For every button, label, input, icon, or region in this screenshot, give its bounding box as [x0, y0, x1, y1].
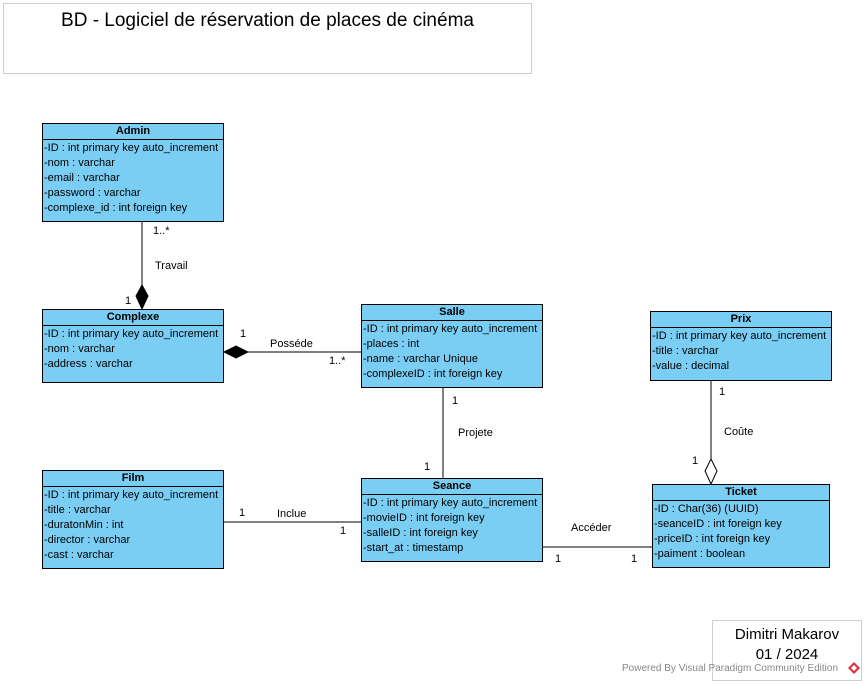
class-name: Admin	[43, 124, 223, 140]
attribute: -movieID : int foreign key	[363, 512, 485, 524]
diagram-title: BD - Logiciel de réservation de places d…	[61, 10, 474, 31]
attribute: -nom : varchar	[44, 343, 115, 355]
multiplicity-label: 1	[631, 553, 638, 565]
powered-by-text: Powered By Visual Paradigm Community Edi…	[622, 663, 839, 674]
association-name-projete: Projete	[458, 427, 493, 439]
attribute: -password : varchar	[44, 187, 141, 199]
attribute: -ID : int primary key auto_increment	[44, 328, 219, 340]
attribute: -priceID : int foreign key	[654, 533, 771, 545]
multiplicity-label: 1	[125, 295, 132, 307]
multiplicity-label: 1	[340, 525, 347, 537]
multiplicity-label: 1..*	[153, 225, 170, 237]
attribute: -title : varchar	[652, 345, 719, 357]
multiplicity-label: 1	[240, 328, 247, 340]
attribute: -value : decimal	[652, 360, 730, 372]
attribute: -ID : int primary key auto_increment	[363, 323, 538, 335]
author-name: Dimitri Makarov	[734, 626, 840, 643]
class-admin[interactable]: Admin -ID : int primary key auto_increme…	[42, 123, 224, 222]
attribute: -complexe_id : int foreign key	[44, 202, 188, 214]
multiplicity-label: 1	[555, 553, 562, 565]
attribute: -complexeID : int foreign key	[363, 368, 503, 380]
multiplicity-label: 1	[452, 395, 459, 407]
composition-diamond-complexe-salle	[222, 345, 250, 359]
association-name-inclue: Inclue	[277, 508, 307, 520]
attribute: -email : varchar	[44, 172, 120, 184]
attribute: -places : int	[363, 338, 420, 350]
attribute: -duratonMin : int	[44, 519, 124, 531]
multiplicity-label: 1	[239, 507, 246, 519]
attribute: -seanceID : int foreign key	[654, 518, 782, 530]
class-name: Seance	[362, 479, 542, 495]
multiplicity-label: 1	[692, 455, 699, 467]
class-name: Complexe	[43, 310, 223, 326]
class-ticket[interactable]: Ticket -ID : Char(36) (UUID) -seanceID :…	[652, 484, 830, 568]
multiplicity-label: 1	[424, 461, 431, 473]
attribute: -ID : int primary key auto_increment	[652, 330, 827, 342]
attribute: -nom : varchar	[44, 157, 115, 169]
association-name-possede: Posséde	[270, 338, 313, 350]
association-name-acceder: Accéder	[571, 522, 612, 534]
association-name-travail: Travail	[155, 260, 188, 272]
attribute: -director : varchar	[44, 534, 131, 546]
class-name: Ticket	[653, 485, 829, 501]
signature-date: 01 / 2024	[755, 646, 819, 663]
attribute: -ID : int primary key auto_increment	[44, 489, 219, 501]
attribute: -ID : Char(36) (UUID)	[654, 503, 759, 515]
visual-paradigm-logo-icon	[848, 662, 860, 674]
attribute: -ID : int primary key auto_increment	[44, 142, 219, 154]
class-salle[interactable]: Salle -ID : int primary key auto_increme…	[361, 304, 543, 388]
class-name: Film	[43, 471, 223, 487]
signature-box: Dimitri Makarov 01 / 2024	[712, 620, 862, 681]
multiplicity-label: 1..*	[329, 355, 346, 367]
multiplicity-label: 1	[719, 386, 726, 398]
diagram-title-box: BD - Logiciel de réservation de places d…	[3, 3, 532, 74]
attribute: -start_at : timestamp	[363, 542, 464, 554]
class-name: Salle	[362, 305, 542, 321]
attribute: -name : varchar Unique	[363, 353, 478, 365]
composition-diamond-complexe-admin	[135, 283, 149, 311]
association-name-coute: Coûte	[724, 426, 754, 438]
class-prix[interactable]: Prix -ID : int primary key auto_incremen…	[650, 311, 832, 381]
attribute: -address : varchar	[44, 358, 133, 370]
class-complexe[interactable]: Complexe -ID : int primary key auto_incr…	[42, 309, 224, 383]
class-name: Prix	[651, 312, 831, 328]
aggregation-diamond-ticket-prix	[704, 457, 718, 486]
class-film[interactable]: Film -ID : int primary key auto_incremen…	[42, 470, 224, 569]
attribute: -ID : int primary key auto_increment	[363, 497, 538, 509]
attribute: -salleID : int foreign key	[363, 527, 478, 539]
attribute: -cast : varchar	[44, 549, 114, 561]
class-seance[interactable]: Seance -ID : int primary key auto_increm…	[361, 478, 543, 562]
attribute: -title : varchar	[44, 504, 111, 516]
attribute: -paiment : boolean	[654, 548, 746, 560]
